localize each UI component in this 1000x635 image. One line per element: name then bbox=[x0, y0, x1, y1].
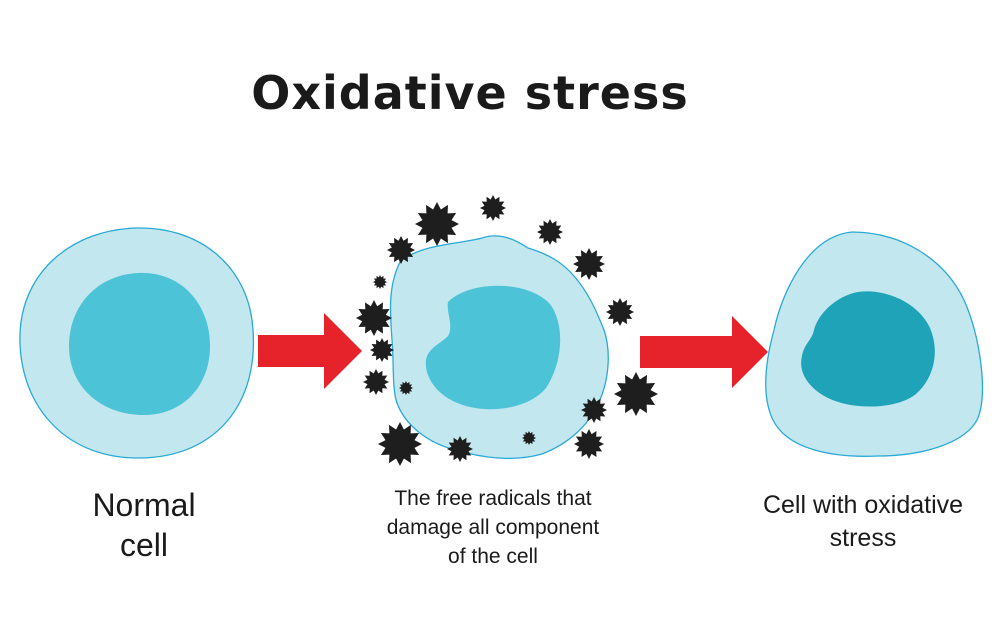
free-radical bbox=[522, 431, 536, 445]
free-radical bbox=[537, 219, 563, 245]
page-title: Oxidative stress bbox=[251, 66, 689, 120]
caption-normal-cell: Normal cell bbox=[44, 485, 244, 565]
free-radicals bbox=[356, 195, 658, 466]
free-radical bbox=[370, 338, 394, 362]
free-radical bbox=[387, 236, 415, 264]
arrow-right-1 bbox=[258, 313, 362, 389]
stressed-cell bbox=[765, 231, 984, 457]
normal-cell bbox=[19, 227, 254, 459]
caption-line: Normal bbox=[92, 487, 196, 523]
damaged-cell-nucleus bbox=[425, 285, 561, 410]
caption-line: Cell with oxidative bbox=[762, 491, 964, 519]
arrow-right-2 bbox=[640, 316, 768, 388]
free-radical bbox=[415, 202, 459, 246]
free-radical bbox=[373, 275, 387, 289]
free-radical bbox=[363, 369, 389, 395]
caption-line: of the cell bbox=[448, 545, 538, 568]
free-radical bbox=[480, 195, 506, 221]
free-radical bbox=[356, 300, 392, 336]
free-radical bbox=[447, 436, 473, 462]
free-radical bbox=[574, 429, 604, 459]
stressed-cell-nucleus bbox=[801, 291, 935, 407]
free-radical bbox=[581, 397, 607, 423]
caption-line: damage all component bbox=[386, 516, 600, 539]
caption-free-radicals: The free radicals that damage all compon… bbox=[343, 484, 643, 571]
free-radical bbox=[573, 248, 605, 280]
caption-line: The free radicals that bbox=[394, 487, 592, 510]
caption-stressed-cell: Cell with oxidative stress bbox=[738, 489, 988, 555]
free-radical bbox=[399, 381, 413, 395]
caption-line: cell bbox=[119, 527, 168, 563]
free-radical bbox=[378, 422, 422, 466]
caption-line: stress bbox=[829, 524, 897, 552]
free-radical bbox=[614, 372, 658, 416]
free-radical bbox=[606, 298, 634, 326]
damaged-cell bbox=[389, 235, 609, 460]
normal-cell-nucleus bbox=[69, 272, 210, 415]
